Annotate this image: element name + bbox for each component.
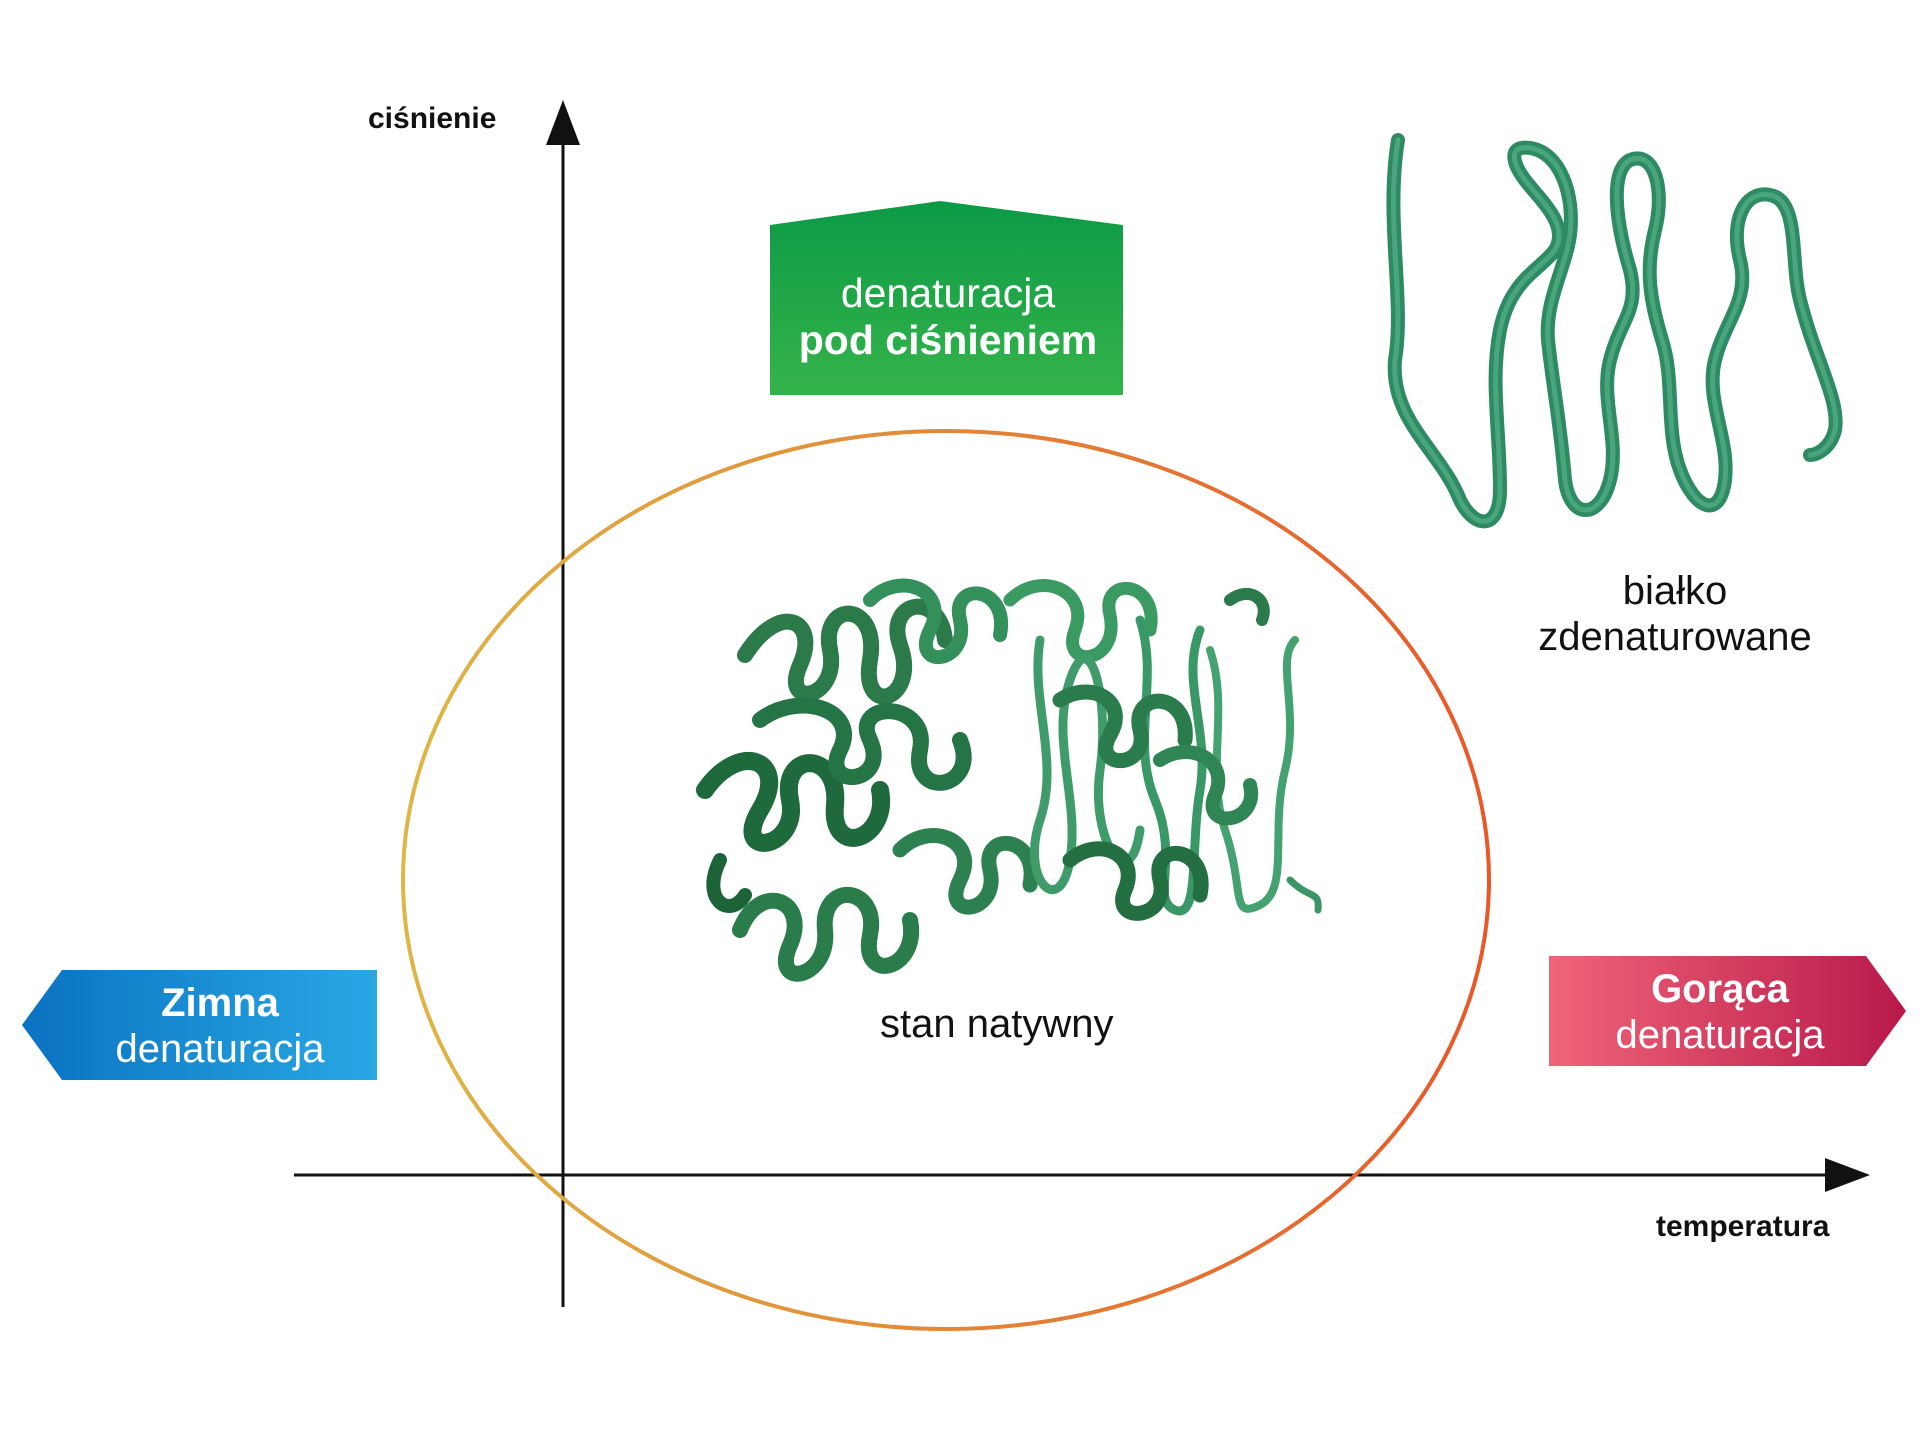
denatured-protein-line1: białko — [1622, 569, 1728, 613]
pressure-denaturation-line2: pod ciśnieniem — [798, 317, 1098, 364]
y-axis-arrowhead-icon — [546, 100, 580, 145]
pressure-denaturation-label: denaturacja pod ciśnieniem — [772, 270, 1124, 364]
hot-denaturation-line2: denaturacja — [1615, 1013, 1825, 1057]
native-state-label: stan natywny — [880, 1002, 1114, 1046]
x-axis-label: temperatura — [1656, 1210, 1830, 1243]
cold-denaturation-line2: denaturacja — [115, 1027, 325, 1071]
native-state-ellipse — [401, 429, 1491, 1331]
pressure-denaturation-line1: denaturacja — [840, 270, 1056, 316]
cold-denaturation-box — [22, 970, 377, 1080]
hot-denaturation-box — [1549, 956, 1906, 1066]
y-axis-label: ciśnienie — [368, 102, 497, 135]
y-axis — [546, 100, 580, 1307]
unfolded-protein-chain-icon — [1386, 133, 1843, 529]
cold-denaturation-line1: Zimna — [161, 981, 279, 1025]
cold-denaturation-label: Zimna denaturacja — [70, 980, 370, 1072]
denatured-protein-line2: zdenaturowane — [1538, 615, 1812, 659]
x-axis — [294, 1158, 1870, 1192]
folded-protein-ribbon-icon — [696, 578, 1322, 982]
hot-denaturation-label: Gorąca denaturacja — [1560, 966, 1880, 1058]
pressure-denaturation-box — [770, 201, 1123, 395]
hot-denaturation-line1: Gorąca — [1651, 967, 1789, 1011]
x-axis-arrowhead-icon — [1825, 1158, 1870, 1192]
denatured-protein-label: białko zdenaturowane — [1500, 568, 1850, 660]
